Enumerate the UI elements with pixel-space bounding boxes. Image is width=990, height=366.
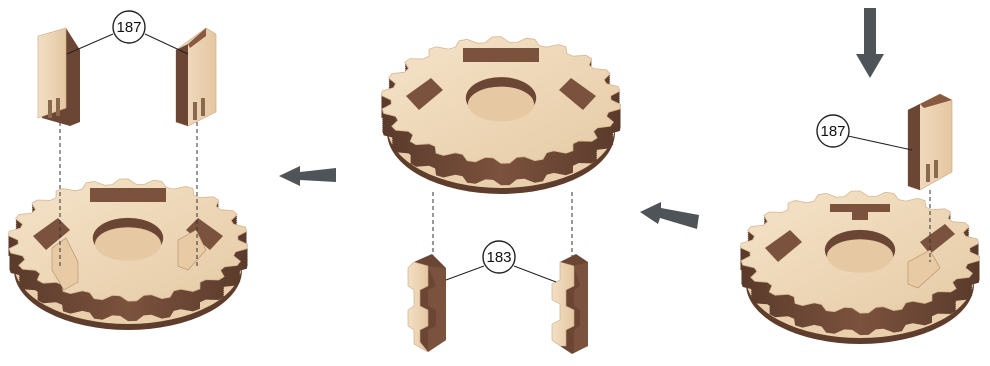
right-tab-part xyxy=(908,94,952,190)
left-gear xyxy=(8,179,247,330)
left-tab-part-a xyxy=(38,28,80,126)
right-callout-label: 187 xyxy=(820,123,845,140)
middle-connector-part-b xyxy=(552,254,588,354)
arrow-down-icon xyxy=(856,8,884,78)
gear-center-hole-floor xyxy=(95,227,161,261)
middle-connector-part-a xyxy=(408,254,446,352)
left-callout-label: 187 xyxy=(116,19,141,36)
right-gear xyxy=(740,191,979,344)
gear-center-hole-floor xyxy=(827,239,893,273)
right-assembly: 187 xyxy=(740,8,979,344)
middle-gear xyxy=(381,37,620,194)
right-callout-leader xyxy=(848,136,912,150)
gear-slot xyxy=(90,188,166,202)
left-assembly: 187 xyxy=(8,11,247,330)
arrow-left-icon xyxy=(279,166,336,186)
left-callout-leader-2 xyxy=(145,34,188,54)
middle-callout-leader-1 xyxy=(446,266,484,280)
arrow-left-icon xyxy=(640,202,699,229)
middle-assembly: 183 xyxy=(381,37,620,354)
middle-callout-label: 183 xyxy=(486,249,511,266)
gear-center-hole-floor xyxy=(468,87,534,122)
left-tab-part-b xyxy=(176,28,216,126)
gear-slot xyxy=(463,48,539,62)
middle-callout-leader-2 xyxy=(514,266,556,282)
